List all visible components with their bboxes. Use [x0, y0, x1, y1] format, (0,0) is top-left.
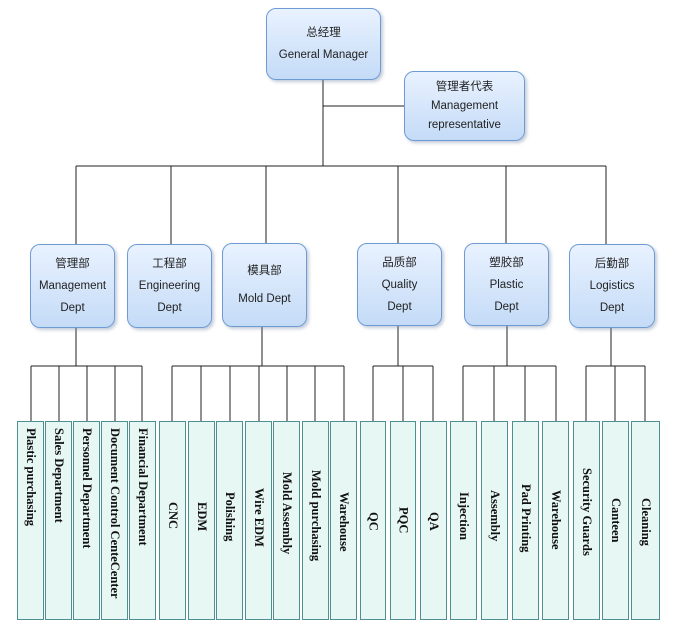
dept-en-2: Dept	[599, 302, 625, 314]
dept-zh: 品质部	[382, 256, 417, 269]
leaf-canteen: Canteen	[602, 421, 629, 620]
leaf-label: Personnel Department	[80, 428, 94, 549]
dept-en-2: Dept	[387, 300, 412, 313]
leaf-label: EDM	[195, 502, 209, 532]
leaf-cleaning: Cleaning	[631, 421, 660, 620]
dept-zh: 模具部	[247, 265, 282, 277]
leaf-label: Pad Printing	[519, 484, 533, 553]
leaf-label: QA	[427, 512, 441, 531]
leaf-label: Canteen	[609, 498, 623, 543]
dept-zh: 塑胶部	[489, 256, 524, 269]
rep-zh: 管理者代表	[435, 80, 494, 93]
leaf-plastic-warehouse: Warehouse	[542, 421, 569, 620]
leaf-label: CNC	[166, 502, 180, 530]
leaf-wire-edm: Wire EDM	[245, 421, 272, 620]
leaf-injection: Injection	[450, 421, 477, 620]
dept-engineering: 工程部 Engineering Dept	[127, 244, 212, 328]
leaf-label: Security Guards	[580, 468, 594, 556]
leaf-label: Mold purchasing	[309, 470, 323, 562]
rep-en-line2: representative	[428, 118, 501, 131]
leaf-assembly: Assembly	[481, 421, 508, 620]
leaf-label: PQC	[396, 507, 411, 534]
management-representative-box: 管理者代表 Management representative	[404, 71, 525, 141]
dept-logistics: 后勤部 Logistics Dept	[569, 244, 655, 328]
leaf-pad-printing: Pad Printing	[512, 421, 539, 620]
leaf-mold-warehouse: Warehouse	[330, 421, 357, 620]
dept-en: Logistics	[589, 280, 635, 292]
dept-zh: 管理部	[55, 258, 90, 270]
dept-en-2: Dept	[60, 302, 85, 314]
leaf-sales-department: Sales Department	[45, 421, 72, 620]
leaf-label: Assembly	[488, 490, 502, 542]
dept-en: Quality	[381, 278, 418, 291]
leaf-label: Wire EDM	[252, 488, 266, 547]
leaf-plastic-purchasing: Plastic purchasing	[17, 421, 44, 620]
leaf-security-guards: Security Guards	[573, 421, 600, 620]
dept-quality: 品质部 Quality Dept	[357, 243, 442, 326]
leaf-label: Document Control CenteCenter	[108, 428, 122, 599]
leaf-label: Polishing	[223, 492, 237, 542]
dept-en: Mold Dept	[238, 293, 291, 305]
dept-mold: 模具部 Mold Dept	[222, 243, 307, 327]
leaf-label: Injection	[457, 492, 471, 540]
dept-plastic: 塑胶部 Plastic Dept	[464, 243, 549, 326]
leaf-polishing: Polishing	[216, 421, 243, 620]
leaf-document-control: Document Control CenteCenter	[101, 421, 128, 620]
dept-en: Engineering	[138, 280, 201, 292]
dept-en-2: Dept	[494, 300, 519, 313]
leaf-personnel-department: Personnel Department	[73, 421, 100, 620]
leaf-qa: QA	[420, 421, 447, 620]
general-manager-zh: 总经理	[306, 27, 341, 39]
leaf-mold-purchasing: Mold purchasing	[302, 421, 329, 620]
leaf-edm: EDM	[188, 421, 215, 620]
dept-en: Management	[38, 280, 107, 292]
leaf-label: Plastic purchasing	[24, 428, 38, 527]
leaf-label: Mold Assembly	[280, 472, 294, 555]
general-manager-en: General Manager	[278, 49, 369, 61]
leaf-cnc: CNC	[159, 421, 186, 620]
dept-zh: 工程部	[152, 258, 187, 270]
dept-en-2: Dept	[157, 302, 182, 314]
leaf-pqc: PQC	[390, 421, 416, 620]
general-manager-box: 总经理 General Manager	[266, 8, 381, 80]
rep-en-line1: Management	[430, 99, 499, 112]
leaf-qc: QC	[360, 421, 386, 620]
leaf-label: QC	[366, 512, 381, 531]
leaf-label: Warehouse	[549, 490, 563, 550]
leaf-financial-department: Financial Department	[129, 421, 156, 620]
leaf-label: Financial Department	[136, 428, 150, 546]
dept-en: Plastic	[489, 278, 524, 291]
dept-zh: 后勤部	[594, 258, 630, 270]
dept-management: 管理部 Management Dept	[30, 244, 115, 328]
leaf-label: Warehouse	[337, 492, 351, 552]
leaf-label: Cleaning	[639, 498, 653, 546]
leaf-mold-assembly: Mold Assembly	[273, 421, 300, 620]
leaf-label: Sales Department	[52, 428, 66, 523]
